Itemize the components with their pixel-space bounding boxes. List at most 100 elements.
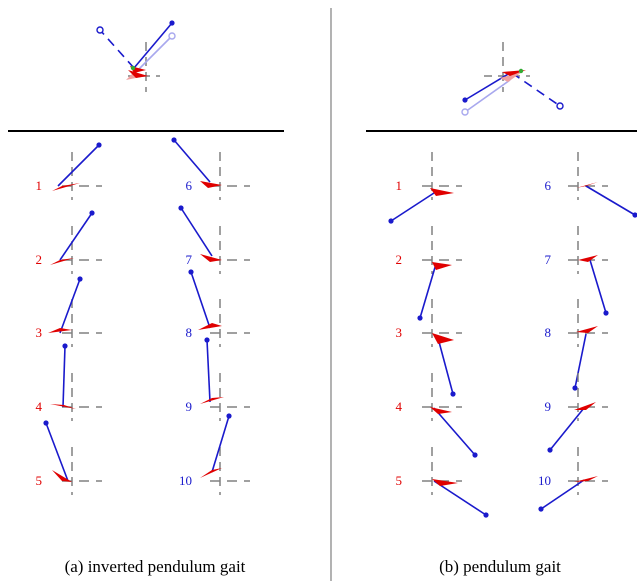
leg-knob [572, 385, 578, 391]
frame-index-label: 6 [545, 178, 552, 193]
frame-index-label: 2 [396, 252, 403, 267]
ghost-leg [137, 35, 173, 71]
panel-a-caption: (a) inverted pendulum gait [65, 557, 246, 576]
leg-segment [180, 207, 213, 257]
hip-joint [130, 65, 136, 71]
frame-index-label: 5 [396, 473, 403, 488]
leg-segment [433, 480, 487, 516]
leg-knob [204, 337, 210, 343]
leg-knob [178, 205, 184, 211]
swing-knob [556, 102, 564, 110]
leg-segment [433, 407, 476, 456]
leg-knob [43, 420, 49, 426]
foot-wedge [52, 470, 72, 482]
foot-wedge [50, 404, 76, 409]
ghost-foot-wedge [500, 72, 522, 82]
frame-index-label: 4 [36, 399, 43, 414]
leg-knob [169, 20, 175, 26]
leg-segment [589, 259, 607, 314]
frame-index-label: 9 [545, 399, 552, 414]
frame-index-label: 9 [186, 399, 193, 414]
leg-knob [96, 142, 102, 148]
leg-segment [540, 479, 585, 510]
frames-b: 1 2 3 4 5 6 7 8 9 10 [388, 152, 637, 518]
leg-knob [171, 137, 177, 143]
foot-wedge [432, 479, 458, 486]
leg-knob [547, 447, 553, 453]
frame-index-label: 10 [179, 473, 192, 488]
panel-b: 1 2 3 4 5 6 7 8 9 10 (b) pendulum gait [366, 42, 637, 576]
frame-index-label: 8 [545, 325, 552, 340]
foot-wedge [430, 188, 454, 196]
foot-wedge [128, 70, 148, 78]
leg-segment [437, 337, 454, 395]
leg-knob [603, 310, 609, 316]
foot-wedge [430, 407, 452, 414]
ghost-knob [168, 32, 176, 40]
leg-knob [632, 212, 637, 218]
foot-wedge [200, 397, 224, 404]
panel-b-caption: (b) pendulum gait [439, 557, 561, 576]
foot-wedge [578, 255, 598, 262]
leg-segment [45, 422, 69, 482]
frame-index-label: 5 [36, 473, 43, 488]
leg-segment [574, 333, 587, 389]
leg-knob [462, 97, 468, 103]
frame-index-label: 7 [545, 252, 552, 267]
frame-index-label: 6 [186, 178, 193, 193]
foot-wedge [48, 328, 72, 333]
swing-knob [96, 26, 104, 34]
foot-wedge [432, 333, 454, 344]
leg-knob [450, 391, 456, 397]
foot-wedge [200, 254, 222, 262]
leg-segment [62, 345, 66, 408]
leg-knob [89, 210, 95, 216]
foot-wedge [576, 182, 598, 188]
frame-index-label: 7 [186, 252, 193, 267]
overview-b [461, 42, 564, 116]
leg-segment [419, 263, 437, 319]
overview-a [96, 20, 176, 92]
leg-segment [59, 278, 81, 334]
foot-wedge [574, 476, 598, 482]
leg-segment [133, 22, 173, 69]
swing-leg [99, 29, 135, 69]
leg-segment [585, 185, 636, 216]
swing-leg [511, 72, 561, 107]
frame-index-label: 2 [36, 252, 43, 267]
leg-segment [549, 407, 585, 451]
frame-index-label: 1 [36, 178, 43, 193]
leg-knob [188, 269, 194, 275]
leg-knob [417, 315, 423, 321]
leg-knob [62, 343, 68, 349]
leg-knob [388, 218, 394, 224]
foot-wedge [50, 258, 74, 265]
panel-a: 1 2 3 4 5 6 7 8 9 10 (a) inverted pendulum gait [8, 20, 284, 576]
foot-wedge [198, 323, 222, 330]
hip-joint [518, 68, 524, 74]
frames-a: 1 2 3 4 5 6 7 8 9 10 [36, 137, 250, 495]
leg-segment [206, 339, 211, 403]
frame-index-label: 3 [396, 325, 403, 340]
frame-index-label: 1 [396, 178, 403, 193]
foot-wedge [200, 468, 222, 478]
leg-knob [483, 512, 489, 518]
ghost-leg [464, 79, 511, 113]
leg-knob [538, 506, 544, 512]
ghost-knob [461, 108, 469, 116]
frame-index-label: 10 [538, 473, 551, 488]
frame-index-label: 8 [186, 325, 193, 340]
foot-wedge [200, 181, 222, 188]
foot-wedge [432, 262, 452, 270]
leg-knob [472, 452, 478, 458]
leg-segment [190, 271, 211, 329]
leg-segment [173, 139, 211, 183]
foot-wedge [52, 183, 80, 191]
frame-index-label: 3 [36, 325, 43, 340]
foot-wedge [574, 402, 596, 410]
leg-segment [57, 144, 100, 187]
leg-segment [390, 192, 435, 222]
foot-wedge [576, 326, 598, 333]
frame-index-label: 4 [396, 399, 403, 414]
